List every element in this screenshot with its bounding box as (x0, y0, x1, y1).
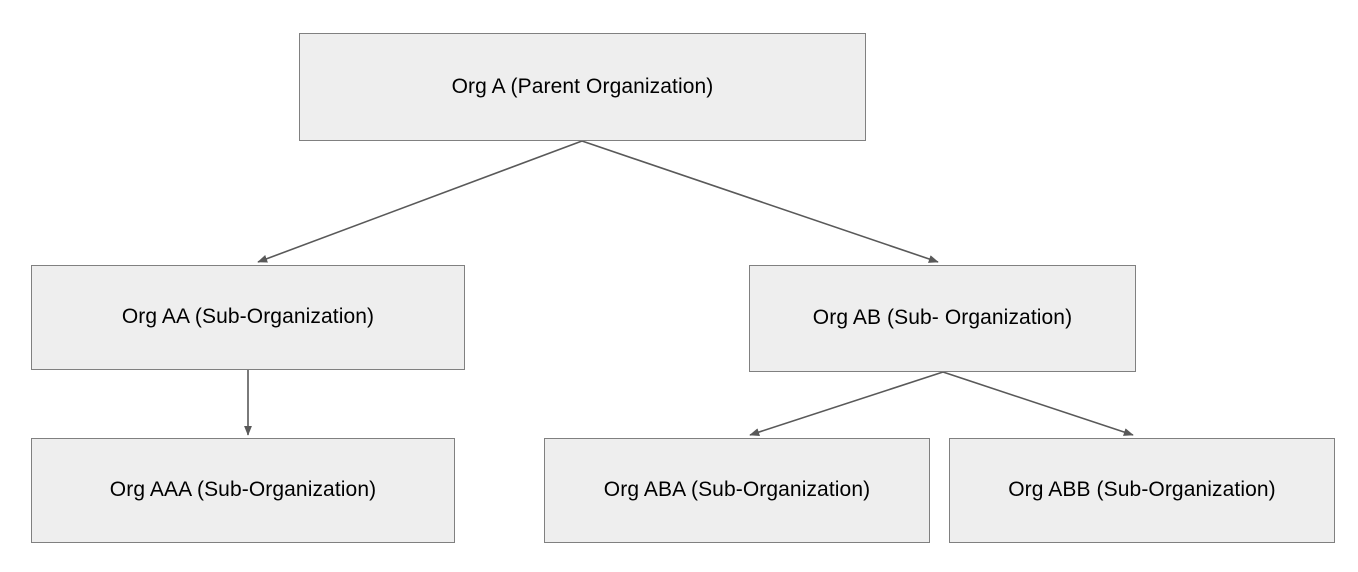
node-org-aa-label: Org AA (Sub-Organization) (121, 305, 375, 329)
edge-org-a-to-org-ab (581, 140, 939, 263)
node-org-ab[interactable]: Org AB (Sub- Organization) (749, 265, 1136, 372)
node-org-a[interactable]: Org A (Parent Organization) (299, 33, 866, 141)
edge-org-ab-to-org-aba (749, 371, 944, 436)
node-org-aba-label: Org ABA (Sub-Organization) (603, 478, 871, 502)
node-org-aba[interactable]: Org ABA (Sub-Organization) (544, 438, 930, 543)
node-org-a-label: Org A (Parent Organization) (451, 74, 714, 98)
edge-org-ab-to-org-abb (942, 371, 1134, 436)
node-org-aa[interactable]: Org AA (Sub-Organization) (31, 265, 465, 370)
node-org-abb[interactable]: Org ABB (Sub-Organization) (949, 438, 1335, 543)
node-org-aaa-label: Org AAA (Sub-Organization) (109, 478, 377, 502)
node-org-ab-label: Org AB (Sub- Organization) (812, 306, 1073, 330)
node-org-abb-label: Org ABB (Sub-Organization) (1008, 478, 1276, 502)
edge-org-a-to-org-aa (257, 140, 583, 263)
node-org-aaa[interactable]: Org AAA (Sub-Organization) (31, 438, 455, 543)
